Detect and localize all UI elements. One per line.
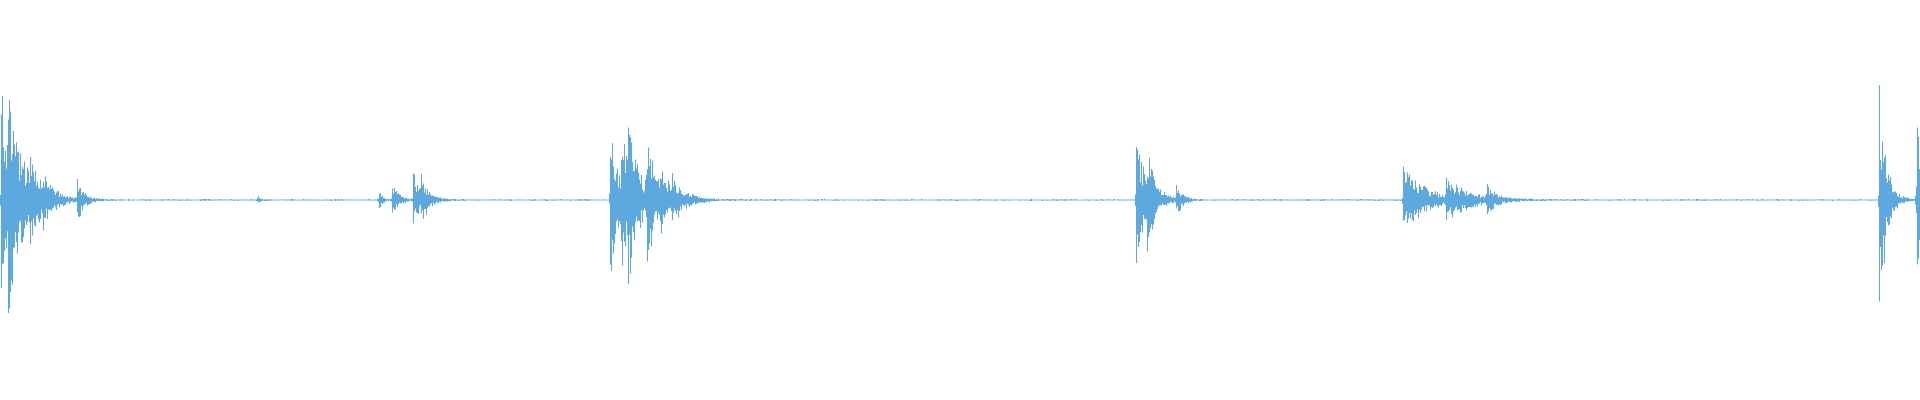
- waveform-path: [0, 85, 1920, 314]
- waveform-trace: [0, 85, 1920, 314]
